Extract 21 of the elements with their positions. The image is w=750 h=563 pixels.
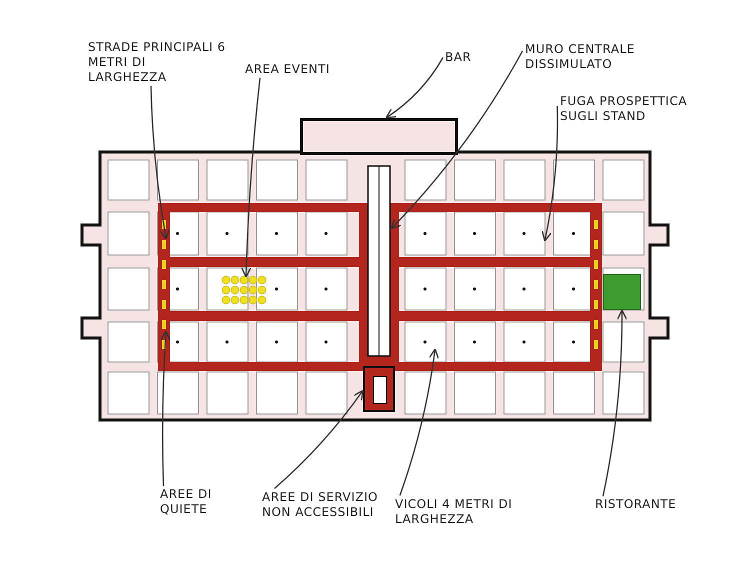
leader-line [150, 86, 170, 240]
leader-line [602, 310, 628, 496]
annotation-label: FUGA PROSPETTICA SUGLI STAND [560, 94, 695, 124]
annotation-label: AREA EVENTI [245, 62, 345, 77]
annotation-label: MURO CENTRALE DISSIMULATO [525, 42, 650, 72]
leader-line [274, 390, 364, 489]
leader-line [241, 78, 261, 278]
leader-line [385, 57, 444, 118]
annotation-label: STRADE PRINCIPALI 6 METRI DI LARGHEZZA [88, 40, 228, 85]
leader-line [160, 330, 171, 486]
restaurant-area [603, 274, 641, 310]
leader-line [399, 348, 440, 496]
annotation-label: RISTORANTE [595, 497, 695, 512]
bar-annex [300, 118, 458, 155]
annotation-label: AREE DI SERVIZIO NON ACCESSIBILI [262, 490, 387, 520]
annotation-label: AREE DI QUIETE [160, 487, 230, 517]
leader-line [541, 106, 558, 242]
leader-line [390, 50, 524, 230]
annotation-label: BAR [445, 50, 485, 65]
annotation-label: VICOLI 4 METRI DI LARGHEZZA [395, 497, 560, 527]
service-area-block [363, 366, 395, 412]
